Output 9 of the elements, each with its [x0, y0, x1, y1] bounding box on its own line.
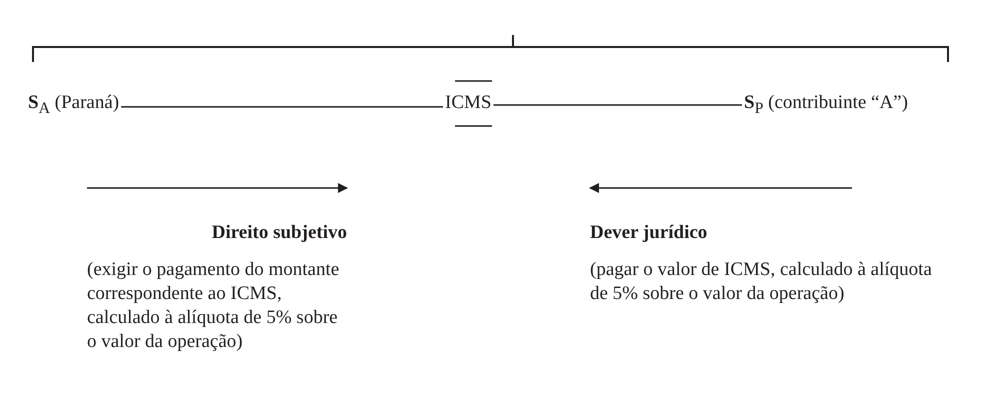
subject-label: ICMS — [445, 92, 492, 114]
heading: Direito subjetivo — [212, 222, 347, 244]
connector-line — [493, 104, 742, 106]
description: (pagar o valor de ICMS, calculado à alíquota de 5% sobre o valor da operação) — [590, 258, 933, 306]
heading: Dever jurídico — [590, 222, 708, 244]
description: (exigir o pagamento do montante correspondente ao ICMS, calculado à alíquota de 5% sobre o valor da operação) — [87, 258, 340, 354]
subject-label: S$_{A}$ (Paraná) — [28, 92, 120, 118]
subject-label: S$_{P}$ (contribuinte “A”) — [744, 92, 908, 118]
connector-line — [121, 106, 443, 108]
